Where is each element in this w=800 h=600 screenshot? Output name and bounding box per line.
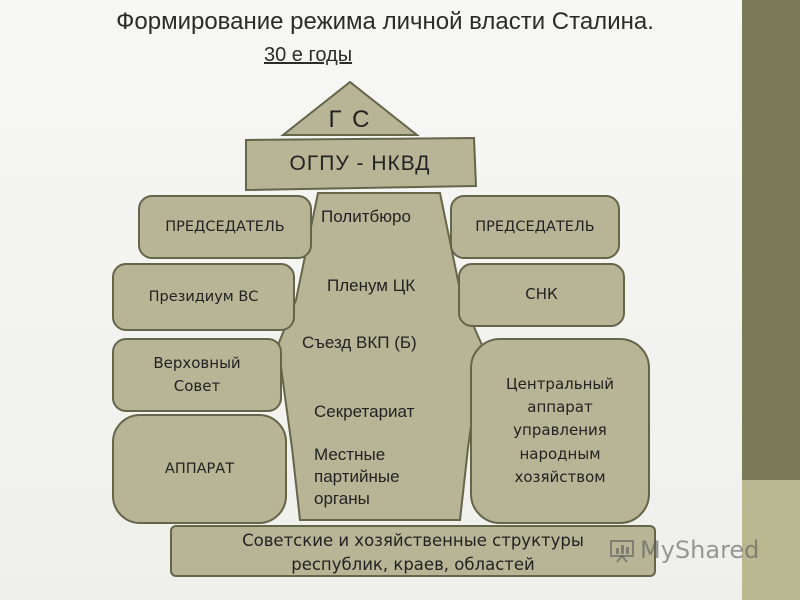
presentation-board-icon: [610, 540, 634, 563]
presidium-label: Президиум ВС: [148, 288, 259, 305]
right-chairman-label: ПРЕДСЕДАТЕЛЬ: [475, 218, 595, 235]
supreme-soviet-label: Верховный Совет: [153, 353, 241, 395]
local-organs-label: Местные партийные органы: [314, 445, 400, 509]
roof-triangle: [280, 80, 420, 136]
bottom-line-2: республик, краев, областей: [291, 554, 535, 574]
bottom-structures-box: Советские и хозяйственные структуры респ…: [170, 525, 656, 577]
central-apparatus-label: Центральный аппарат управления народным …: [506, 374, 614, 486]
left-chairman-box: ПРЕДСЕДАТЕЛЬ: [138, 195, 312, 259]
politburo-label: Политбюро: [321, 207, 411, 226]
apparatus-box: АППАРАТ: [112, 414, 287, 524]
nkvd-label: ОГПУ - НКВД: [289, 152, 431, 175]
side-strip-light: [742, 480, 800, 600]
snk-box: СНК: [458, 263, 625, 327]
nkvd-banner-shape: [245, 136, 478, 192]
left-chairman-label: ПРЕДСЕДАТЕЛЬ: [165, 218, 285, 235]
congress-label: Съезд ВКП (Б): [302, 333, 417, 352]
presidium-box: Президиум ВС: [112, 263, 295, 331]
slide-subtitle: 30 е годы: [264, 44, 353, 66]
secretariat-label: Секретариат: [314, 402, 415, 421]
bottom-line-1: Советские и хозяйственные структуры: [242, 531, 584, 550]
central-apparatus-box: Центральный аппарат управления народным …: [470, 338, 650, 524]
side-strip-dark: [742, 0, 800, 480]
supreme-soviet-box: Верховный Совет: [112, 338, 282, 412]
watermark: MyShared: [608, 536, 759, 564]
slide-title: Формирование режима личной власти Сталин…: [116, 8, 654, 35]
snk-label: СНК: [525, 285, 558, 304]
plenum-label: Пленум ЦК: [327, 276, 416, 295]
apparatus-label: АППАРАТ: [164, 460, 235, 477]
watermark-text: MyShared: [640, 536, 760, 564]
right-chairman-box: ПРЕДСЕДАТЕЛЬ: [450, 195, 620, 259]
roof-label: Г С: [328, 106, 372, 133]
